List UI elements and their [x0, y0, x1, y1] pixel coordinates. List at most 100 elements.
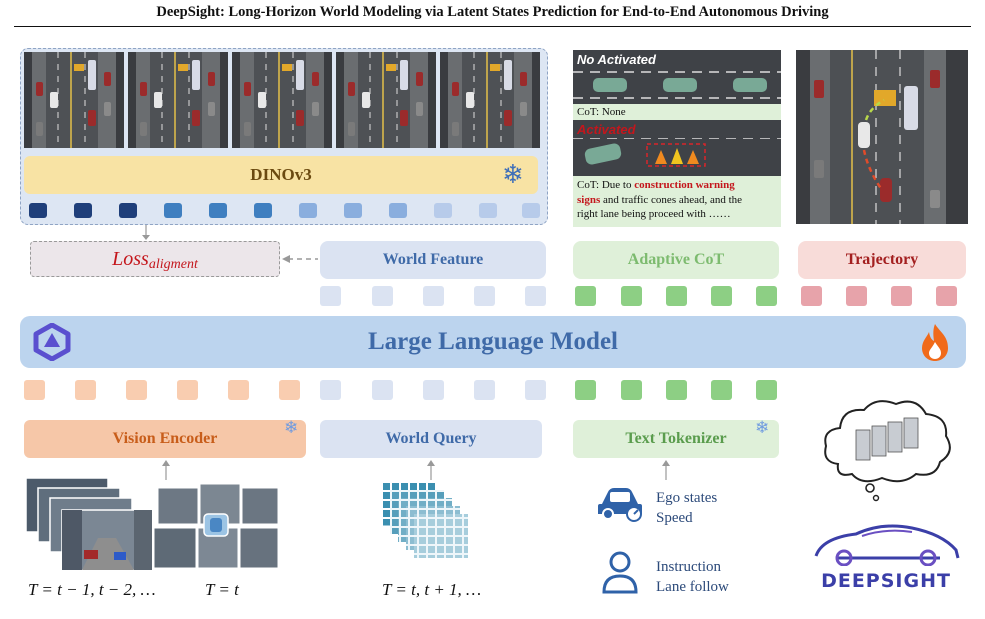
ego-line2: Speed — [656, 510, 693, 526]
world-query-label: World Query — [385, 430, 477, 447]
cot-activated-text: CoT: Due to construction warning signs a… — [577, 178, 779, 222]
dino-token — [522, 203, 540, 218]
cot-token — [756, 286, 777, 306]
cot-token — [621, 286, 642, 306]
car-icon — [598, 488, 642, 522]
dino-token — [344, 203, 362, 218]
trajectory-box: Trajectory — [798, 241, 966, 279]
vision-token — [177, 380, 198, 400]
vision-token — [75, 380, 96, 400]
dino-token — [164, 203, 182, 218]
arrow-up — [662, 460, 670, 480]
snowflake-icon: ❄ — [502, 160, 524, 189]
cot-highlight-2: signs — [577, 193, 601, 206]
trajectory-aerial-image — [796, 50, 968, 224]
dino-label: DINOv3 — [250, 165, 312, 184]
cot-prefix: CoT: Due to — [577, 179, 635, 191]
loss-label: Loss — [112, 247, 149, 270]
dino-bar: DINOv3 — [24, 156, 538, 194]
world-feature-token — [372, 286, 393, 306]
world-feature-token — [474, 286, 495, 306]
flame-icon — [922, 324, 948, 361]
snowflake-icon: ❄ — [755, 418, 770, 437]
trajectory-label: Trajectory — [845, 251, 919, 268]
llm-bar: Large Language Model — [20, 316, 966, 368]
text-token — [666, 380, 687, 400]
activated-label: Activated — [577, 122, 636, 137]
world-query-token — [320, 380, 341, 400]
world-query-token — [525, 380, 546, 400]
dashed-arrow-left — [282, 255, 318, 263]
current-time-caption: T = t — [205, 580, 239, 599]
qwen-logo-icon — [33, 323, 71, 361]
cot-none-strip — [573, 104, 781, 120]
world-feature-box: World Feature — [320, 241, 546, 279]
cot-panel: No Activated CoT: None Activated CoT: Du… — [573, 50, 781, 227]
no-activated-road — [573, 71, 781, 99]
vision-encoder-box: Vision Encoder — [24, 420, 306, 458]
cot-none-text: CoT: None — [577, 106, 626, 118]
world-query-grids — [382, 482, 468, 558]
adaptive-cot-label: Adaptive CoT — [627, 251, 725, 268]
world-feature-token — [525, 286, 546, 306]
arrow-up — [427, 460, 435, 480]
text-tokenizer-box: Text Tokenizer — [573, 420, 779, 458]
world-query-token — [423, 380, 444, 400]
vision-encoder-label: Vision Encoder — [112, 430, 218, 447]
instr-line2: Lane follow — [656, 579, 729, 595]
text-tokenizer-label: Text Tokenizer — [625, 430, 727, 447]
dino-token — [479, 203, 497, 218]
current-frames — [154, 484, 278, 569]
vision-token — [24, 380, 45, 400]
text-token — [711, 380, 732, 400]
trajectory-token — [936, 286, 957, 306]
arrow-up — [162, 460, 170, 480]
cot-token — [711, 286, 732, 306]
vision-token — [126, 380, 147, 400]
dino-token — [299, 203, 317, 218]
arrow-down — [142, 225, 150, 240]
dino-token — [209, 203, 227, 218]
aerial-frames-svg — [24, 51, 541, 149]
vision-token — [279, 380, 300, 400]
world-query-token — [372, 380, 393, 400]
person-icon — [602, 551, 638, 594]
world-query-box: World Query — [320, 420, 542, 458]
cot-highlight-1: construction warning — [634, 179, 735, 191]
title-rule — [14, 26, 971, 27]
ego-states-text: Ego states Speed — [656, 488, 717, 528]
past-time-caption: T = t − 1, t − 2, … — [28, 580, 156, 599]
dino-token — [29, 203, 47, 218]
not-activated-label: No Activated — [577, 52, 656, 67]
cot-activated-strip — [573, 176, 781, 227]
text-token — [756, 380, 777, 400]
vision-token — [228, 380, 249, 400]
cot-rest-1: and traffic cones ahead, and the — [600, 193, 743, 206]
adaptive-cot-box: Adaptive CoT — [573, 241, 779, 279]
loss-subscript: aligment — [148, 257, 198, 272]
world-feature-label: World Feature — [382, 251, 484, 268]
text-token — [621, 380, 642, 400]
ego-line1: Ego states — [656, 490, 718, 506]
deepsight-car-icon — [814, 524, 960, 566]
llm-label: Large Language Model — [368, 328, 618, 355]
activated-road — [573, 138, 781, 167]
thought-cloud-icon — [824, 400, 951, 502]
trajectory-token — [846, 286, 867, 306]
dino-token — [254, 203, 272, 218]
past-frames — [26, 478, 153, 571]
dino-token — [389, 203, 407, 218]
text-token — [575, 380, 596, 400]
dino-token — [434, 203, 452, 218]
world-feature-token — [423, 286, 444, 306]
world-feature-token — [320, 286, 341, 306]
figure-title: DeepSight: Long-Horizon World Modeling v… — [156, 4, 829, 20]
snowflake-icon: ❄ — [284, 418, 299, 437]
trajectory-token — [801, 286, 822, 306]
instruction-text: Instruction Lane follow — [656, 557, 729, 597]
cot-token — [666, 286, 687, 306]
aerial-frames — [24, 51, 542, 149]
cot-rest-2: right lane being proceed with …… — [577, 208, 731, 220]
instr-line1: Instruction — [656, 559, 721, 575]
